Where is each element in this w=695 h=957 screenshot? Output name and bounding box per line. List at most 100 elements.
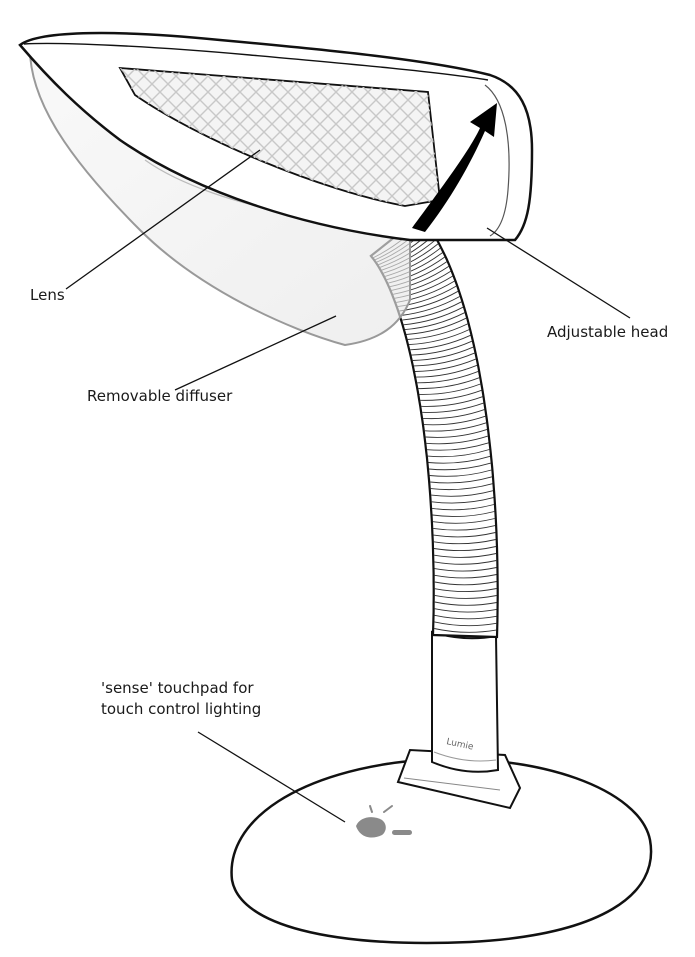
lens-grid-line [572,40,695,240]
head-leader-line [486,227,631,319]
lens-grid-line [636,40,695,240]
lens-grid-line [588,40,695,240]
sense-touchpad-label-line2: touch control lighting [101,700,262,718]
diffuser-leader-line [174,315,337,391]
gooseneck-ring [432,504,495,511]
gooseneck-ring [418,377,480,390]
lens-grid-line [0,40,4,240]
adjust-arrow-icon [412,103,497,232]
gooseneck-ring [433,525,496,531]
gooseneck-ring [434,588,497,593]
gooseneck-ring [400,296,460,316]
gooseneck-ring [431,497,494,504]
gooseneck-ring [423,415,486,426]
gooseneck-ring [428,462,491,471]
gooseneck-ring [434,601,497,606]
lens-grid-line [684,40,695,240]
lens-grid-line [120,68,181,206]
lens-grid-line [120,68,197,206]
lens-grid-line [508,40,695,240]
gooseneck-ring [410,334,471,351]
gooseneck-ring [433,546,497,552]
gooseneck-ring [408,329,470,346]
sense-touchpad-label: 'sense' touchpad for touch control light… [101,678,261,720]
gooseneck-ring [430,476,493,484]
gooseneck-ring [426,442,489,451]
lens-grid-line [120,68,165,206]
gooseneck-ring [419,383,481,395]
lens-label: Lens [30,286,65,304]
gooseneck-ring [432,518,495,524]
adjustable-head-label: Adjustable head [547,323,669,341]
lens-grid-line [0,40,36,240]
lens-grid-line [652,40,695,240]
lens-grid-line [636,40,695,240]
gooseneck-ring [420,389,482,401]
lens-grid-line [668,40,695,240]
lens-grid-line [604,40,695,240]
gooseneck-ring [434,608,497,613]
gooseneck-ring [413,352,475,367]
lens-grid-line [524,40,695,240]
gooseneck-ring [434,567,497,572]
lens-grid-line [556,40,695,240]
gooseneck-ring [426,435,489,445]
lens-grid-line [0,40,36,240]
gooseneck-ring [430,483,493,491]
lens-grid-line [299,68,440,206]
sense-touchpad-label-line1: 'sense' touchpad for [101,679,254,697]
removable-diffuser-label: Removable diffuser [87,387,233,405]
lens-grid-line [315,68,440,206]
gooseneck-ring [431,490,494,497]
touchpad-leader-line [197,731,346,823]
lens-grid-line [540,40,695,240]
lens-grid-line [0,40,4,240]
lens-grid-line [684,40,695,240]
gooseneck-ring [414,358,476,372]
gooseneck-ring [412,346,474,361]
gooseneck-ring [403,306,464,326]
lens-grid-line [620,40,695,240]
gooseneck-ring [416,364,478,378]
gooseneck-ring [427,449,490,458]
gooseneck-ring [433,539,496,545]
lens-grid-line [524,40,695,240]
lens-grid-line [331,68,440,206]
gooseneck-ring [434,621,497,627]
gooseneck-ring [434,553,497,558]
lamp-base [230,757,653,945]
gooseneck-ring [425,428,488,438]
gooseneck-ring [434,574,497,579]
lens-grid-line [588,40,695,240]
gooseneck-ring [422,402,484,413]
lens-grid-line [0,40,20,240]
lens-grid-line [604,40,695,240]
gooseneck-ring [411,340,473,356]
gooseneck-ring [434,581,497,586]
gooseneck-ring [424,422,487,432]
lens-grid-line [0,40,20,240]
gooseneck-ring [429,469,492,477]
lens-grid-line [572,40,695,240]
gooseneck-ring [421,396,483,407]
gooseneck-ring [433,532,496,538]
gooseneck-ring [428,455,491,464]
neck-collar [431,630,500,773]
lens-grid-line [508,40,695,240]
gooseneck-ring [407,323,468,340]
gooseneck-ring [406,317,467,335]
gooseneck-ring [402,301,462,321]
gooseneck-ring [432,511,495,517]
gooseneck-ring [434,614,497,620]
lens-grid-line [620,40,695,240]
gooseneck-ring [417,370,479,384]
lens-grid-line [540,40,695,240]
gooseneck-ring [434,594,497,599]
touchpad-icon [356,805,412,838]
gooseneck-ring [434,628,497,633]
lens-grid-line [120,68,213,206]
lens-grid-line [652,40,695,240]
lens-grid-line [668,40,695,240]
gooseneck-ring [434,560,497,565]
